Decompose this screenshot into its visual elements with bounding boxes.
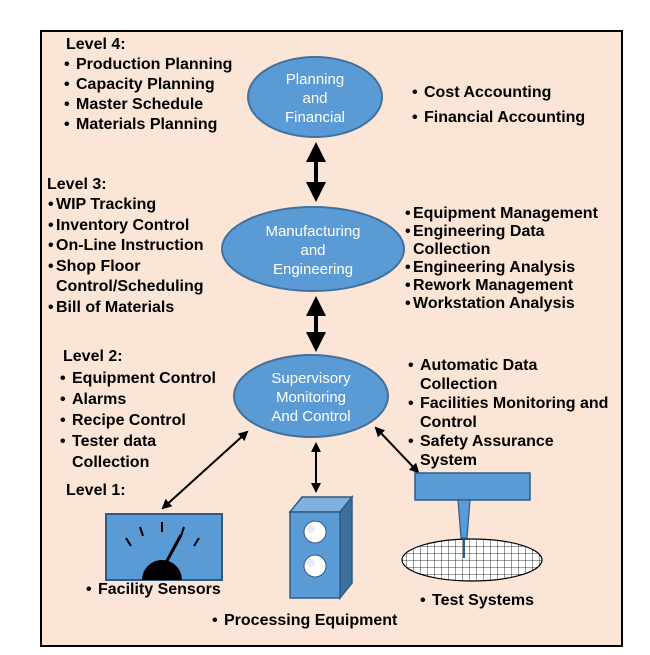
node-line: Planning (285, 71, 345, 88)
list-item: Tester data Collection (60, 431, 192, 473)
list-item: Processing Equipment (212, 611, 397, 631)
level1-heading: Level 1: (66, 482, 126, 499)
list-item: Facility Sensors (86, 580, 221, 600)
level4-list: Production Planning Capacity Planning Ma… (64, 55, 232, 135)
list-item: Cost Accounting (412, 80, 585, 105)
list-item: Inventory Control (48, 216, 231, 237)
list-item: Financial Accounting (412, 105, 585, 130)
list-item: Capacity Planning (64, 75, 232, 95)
list-item: Workstation Analysis (405, 295, 598, 313)
level4-right-list: Cost Accounting Financial Accounting (412, 80, 585, 130)
level3-right-list: Equipment Management Engineering Data Co… (405, 205, 598, 313)
list-item: Facilities Monitoring and Control (408, 395, 610, 432)
list-item: Automatic Data Collection (408, 357, 575, 394)
list-item: Production Planning (64, 55, 232, 75)
list-item: Alarms (60, 389, 216, 410)
node-line: And Control (271, 408, 351, 425)
node-line: Supervisory (271, 370, 351, 387)
node-planning-financial (247, 56, 383, 138)
sensor-gauge-icon (105, 513, 223, 581)
list-item: Engineering Data Collection (405, 223, 588, 259)
list-item: Safety Assurance System (408, 433, 590, 470)
list-item: Recipe Control (60, 410, 216, 431)
node-line: Manufacturing (265, 223, 361, 240)
level2-heading: Level 2: (63, 348, 123, 365)
node-supervisory-control-label: Supervisory Monitoring And Control (241, 369, 381, 426)
list-item: Rework Management (405, 277, 598, 295)
level2-list: Equipment Control Alarms Recipe Control … (60, 368, 216, 473)
node-planning-financial-label: Planning and Financial (255, 70, 375, 127)
node-line: and (302, 90, 328, 107)
list-item: Equipment Management (405, 205, 598, 223)
node-line: Monitoring (275, 389, 347, 406)
node-line: Financial (284, 109, 346, 126)
node-supervisory-control (233, 354, 389, 438)
level3-heading: Level 3: (47, 176, 107, 193)
level4-heading: Level 4: (66, 36, 126, 53)
list-item: Bill of Materials (48, 298, 231, 319)
node-line: Engineering (272, 261, 354, 278)
device-label-equipment: Processing Equipment (212, 611, 397, 631)
list-item: Test Systems (420, 591, 534, 611)
list-item: WIP Tracking (48, 195, 231, 216)
processing-equipment-icon (288, 494, 354, 601)
list-item: On-Line Instruction (48, 236, 231, 257)
list-item: Equipment Control (60, 368, 216, 389)
device-label-sensors: Facility Sensors (86, 580, 221, 600)
list-item: Shop Floor Control/Scheduling (48, 257, 231, 298)
device-label-test: Test Systems (420, 591, 534, 611)
list-item: Engineering Analysis (405, 259, 598, 277)
node-line: and (300, 242, 326, 259)
list-item: Materials Planning (64, 115, 232, 135)
level2-right-list: Automatic Data Collection Facilities Mon… (408, 357, 610, 470)
arrow-control-sensors (161, 430, 249, 510)
test-system-icon (401, 472, 543, 582)
list-item: Master Schedule (64, 95, 232, 115)
level3-list: WIP Tracking Inventory Control On-Line I… (48, 195, 231, 318)
node-manufacturing-engineering-label: Manufacturing and Engineering (230, 222, 396, 279)
